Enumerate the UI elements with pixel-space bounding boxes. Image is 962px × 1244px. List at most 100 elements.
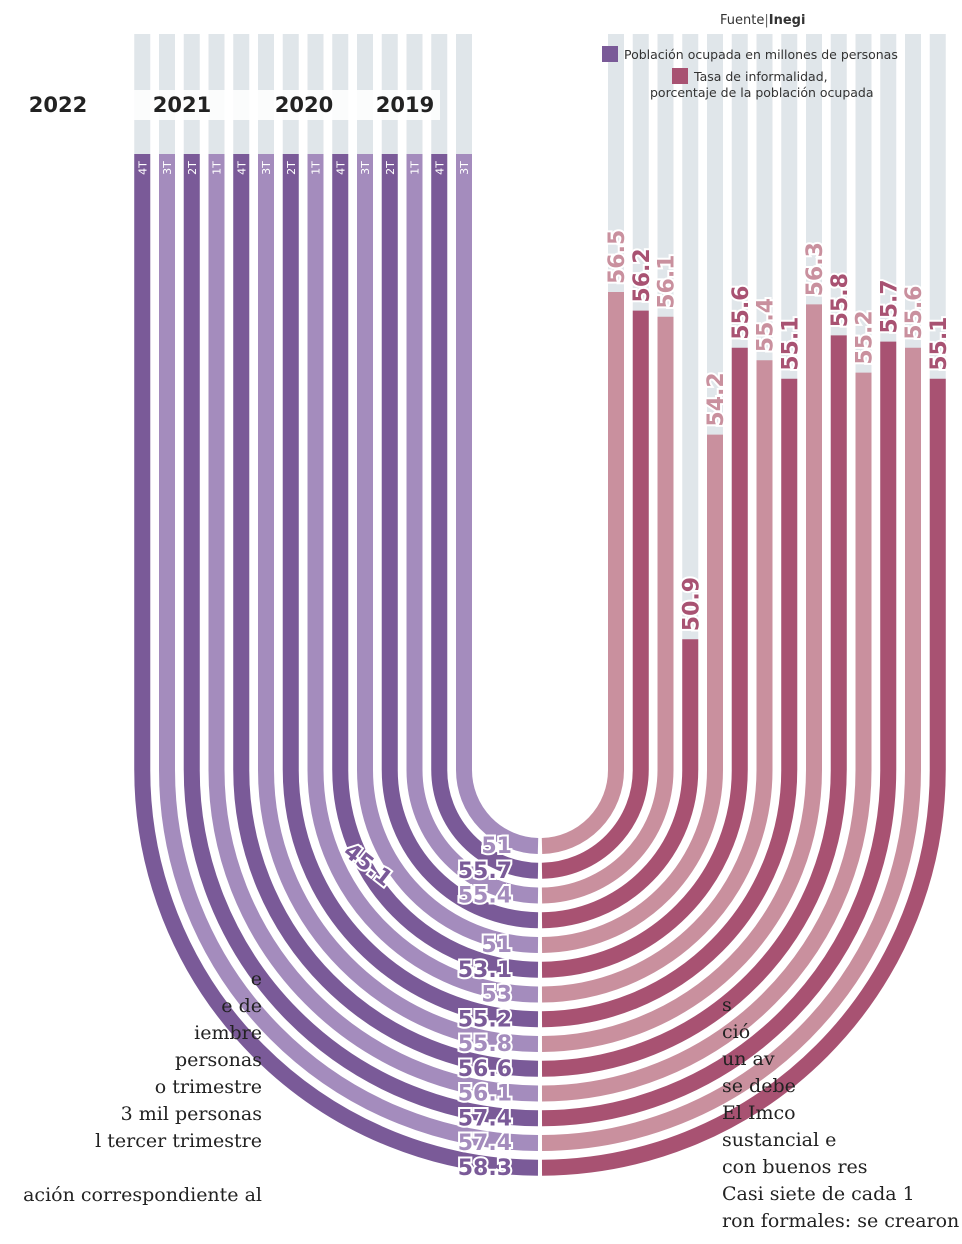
quarter-label: 4T (433, 161, 446, 175)
informality-value-label: 54.2 (704, 372, 729, 426)
quarter-label: 3T (260, 161, 273, 175)
employed-value-label: 56.1 (458, 1082, 512, 1107)
source-label: Fuente|Inegi (720, 13, 805, 28)
article-line: personas (175, 1049, 262, 1071)
employed-band (282, 154, 539, 1028)
year-label: 2020 (275, 93, 333, 117)
legend-label-employed: Población ocupada en millones de persona… (624, 47, 898, 62)
quarter-label: 3T (161, 161, 174, 175)
informality-value-label: 55.6 (729, 286, 754, 340)
quarter-label: 2T (285, 161, 298, 175)
employed-value-label: 53.1 (458, 958, 512, 983)
year-strip (0, 90, 440, 120)
employed-band (307, 154, 539, 1003)
article-line: o trimestre (154, 1076, 262, 1098)
employed-band (134, 154, 539, 1176)
informality-band (541, 347, 748, 978)
year-label: 2019 (376, 93, 434, 117)
informality-band (541, 316, 674, 904)
informality-value-label: 55.1 (927, 317, 952, 371)
employed-value-label: 55.2 (458, 1007, 512, 1032)
quarter-label: 1T (310, 161, 323, 175)
employed-value-label: 58.3 (458, 1156, 512, 1181)
informality-band (541, 347, 921, 1151)
legend: Fuente|Inegi Población ocupada en millon… (602, 13, 898, 100)
quarter-label: 2T (384, 161, 397, 175)
informality-band (541, 372, 872, 1102)
employed-band (357, 154, 539, 953)
employed-band (233, 154, 539, 1077)
employed-value-label: 57.4 (458, 1131, 512, 1156)
employed-band (159, 154, 539, 1151)
legend-swatch-employed (602, 46, 618, 62)
employed-band (381, 154, 539, 929)
article-line: 3 mil personas (120, 1103, 262, 1125)
value-labels: 56.55156.255.756.155.450.945.154.25155.6… (337, 228, 954, 1183)
article-line: con buenos res (722, 1156, 868, 1178)
informality-band (541, 360, 773, 1003)
year-label: 2021 (153, 93, 211, 117)
employed-value-label: 51 (481, 933, 512, 958)
employed-value-label: 55.4 (458, 884, 512, 909)
employed-value-label: 56.6 (458, 1057, 512, 1082)
informality-value-label: 55.1 (778, 317, 803, 371)
informality-value-label: 56.1 (655, 255, 680, 309)
article-line: Casi siete de cada 1 (722, 1183, 915, 1205)
article-line: l tercer trimestre (95, 1130, 262, 1152)
informality-value-label: 50.9 (679, 577, 704, 631)
informality-band (541, 292, 624, 854)
article-line: El Imco (722, 1102, 796, 1124)
quarter-label: 2T (186, 161, 199, 175)
employed-band (456, 154, 539, 854)
quarter-label: 1T (211, 161, 224, 175)
informality-value-label: 56.3 (803, 242, 828, 296)
employed-band (431, 154, 539, 879)
informality-value-label: 55.2 (853, 310, 878, 364)
data-bands (134, 154, 946, 1176)
informality-band (541, 434, 723, 953)
informality-band (541, 341, 897, 1127)
employed-band (332, 154, 539, 978)
article-line: un av (722, 1048, 775, 1070)
article-line: ron formales: se crearon (722, 1210, 960, 1232)
employed-value-label: 57.4 (458, 1106, 512, 1131)
year-label-strip: 2019 2020 2021 2022 (0, 90, 440, 120)
employed-value-label: 55.7 (458, 859, 512, 884)
informality-value-label: 56.2 (630, 248, 655, 302)
informality-value-label: 55.4 (754, 298, 779, 352)
article-line: e (250, 968, 262, 990)
informality-band (541, 639, 699, 929)
article-line: e de (221, 995, 262, 1017)
employed-value-label: 51 (481, 834, 512, 859)
informality-band (541, 310, 649, 879)
informality-band (541, 335, 847, 1077)
legend-label-informality-2: porcentaje de la población ocupada (650, 85, 874, 100)
quarter-label: 4T (334, 161, 347, 175)
informality-band (541, 378, 798, 1028)
employed-band (183, 154, 539, 1127)
article-line: ció (722, 1021, 751, 1043)
employed-value-label: 55.8 (458, 1032, 512, 1057)
informality-value-label: 56.5 (605, 230, 630, 284)
employed-band (406, 154, 539, 904)
informality-band (541, 304, 822, 1052)
employed-value-label: 53 (481, 983, 512, 1008)
informality-value-label: 55.8 (828, 273, 853, 327)
legend-label-informality-1: Tasa de informalidad, (693, 69, 828, 84)
employed-band (208, 154, 539, 1102)
article-line: sustancial e (722, 1129, 837, 1151)
informality-band (541, 378, 946, 1176)
quarter-label: 3T (359, 161, 372, 175)
quarter-label: 1T (409, 161, 422, 175)
quarter-label: 3T (458, 161, 471, 175)
year-label: 2022 (29, 93, 87, 117)
quarter-label: 4T (136, 161, 149, 175)
article-line: s (722, 994, 732, 1016)
legend-swatch-informality (672, 68, 688, 84)
article-line: ación correspondiente al (23, 1184, 262, 1206)
employed-band (258, 154, 539, 1052)
